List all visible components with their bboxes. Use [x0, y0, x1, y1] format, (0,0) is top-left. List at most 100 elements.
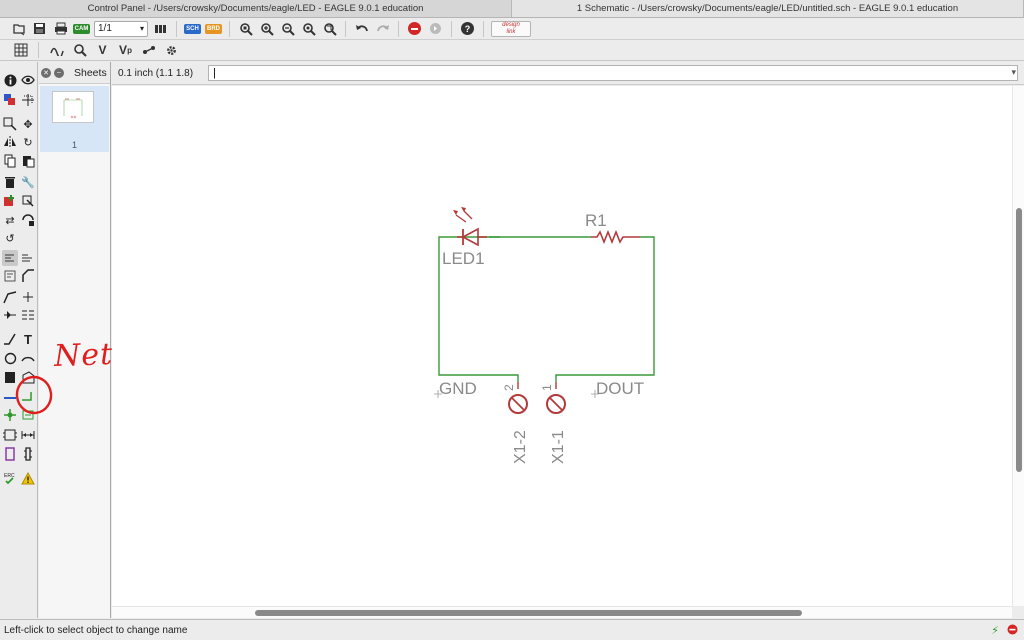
- gateswap-icon[interactable]: [20, 212, 36, 228]
- sheet-selector-value: 1/1: [98, 23, 112, 34]
- horizontal-scrollbar[interactable]: [112, 606, 1012, 618]
- arc-tool-icon[interactable]: [20, 350, 36, 366]
- paste-icon[interactable]: [20, 153, 36, 169]
- chevron-down-icon[interactable]: ▾: [1011, 67, 1016, 77]
- copy-icon[interactable]: [2, 153, 18, 169]
- replace-icon[interactable]: [20, 193, 36, 209]
- miter-icon[interactable]: [20, 268, 36, 284]
- polygon-tool-icon[interactable]: [20, 369, 36, 385]
- print-icon[interactable]: [52, 20, 69, 37]
- rect-tool-icon[interactable]: [2, 369, 18, 385]
- lightning-icon[interactable]: ⚡: [991, 625, 999, 637]
- coordinate-display: 0.1 inch (1.1 1.8): [118, 67, 194, 79]
- zoom-fit-icon[interactable]: [237, 20, 254, 37]
- minimize-icon[interactable]: –: [54, 67, 64, 78]
- wire-style-icon[interactable]: [48, 42, 65, 59]
- dimension-tool-icon[interactable]: [20, 427, 36, 443]
- wire-icon[interactable]: [2, 331, 18, 347]
- mark-icon[interactable]: [20, 92, 36, 108]
- v-icon[interactable]: V: [98, 43, 107, 57]
- tab-control-panel[interactable]: Control Panel - /Users/crowsky/Documents…: [0, 0, 512, 17]
- resistor-name-label[interactable]: R1: [585, 211, 607, 230]
- warning-icon[interactable]: [20, 470, 36, 486]
- schematic-drawing: LED1 R1 GND DOUT 2 1 X1-2 X1-1: [434, 207, 655, 464]
- x1-1-label[interactable]: X1-1: [550, 430, 567, 464]
- grid-icon[interactable]: [12, 42, 29, 59]
- info-icon[interactable]: [2, 72, 18, 88]
- invoke-icon[interactable]: [20, 289, 36, 305]
- module-tool-icon[interactable]: [2, 427, 18, 443]
- pinswap-icon[interactable]: ↺: [5, 232, 15, 245]
- show-eye-icon[interactable]: [20, 72, 36, 88]
- display-layers-icon[interactable]: [2, 92, 18, 108]
- led-symbol[interactable]: [453, 207, 487, 247]
- status-icons: ⚡: [991, 624, 1018, 638]
- status-message: Left-click to select object to change na…: [4, 624, 188, 636]
- switch-to-schematic-icon[interactable]: SCH: [184, 20, 201, 37]
- bus-tool-icon[interactable]: [2, 388, 18, 404]
- split-icon[interactable]: [2, 289, 18, 305]
- toolbar-separator: [345, 20, 346, 37]
- resistor-symbol[interactable]: [591, 229, 640, 245]
- erc-icon[interactable]: ERC: [2, 470, 18, 486]
- x1-2-label[interactable]: X1-2: [512, 430, 529, 464]
- circle-tool-icon[interactable]: [2, 350, 18, 366]
- zoom-redraw-icon[interactable]: [300, 20, 317, 37]
- zoom-select-icon[interactable]: [321, 20, 338, 37]
- net-right[interactable]: [555, 236, 655, 382]
- sheet-selector[interactable]: 1/1 ▾: [94, 20, 148, 37]
- command-input[interactable]: [208, 65, 1018, 81]
- stop-icon[interactable]: [406, 20, 423, 37]
- value-tool-icon[interactable]: [20, 250, 36, 266]
- open-icon[interactable]: [10, 20, 27, 37]
- main-toolbar: CAM 1/1 ▾ SCH BRD: [0, 18, 1024, 40]
- label-tool-icon[interactable]: [20, 407, 36, 423]
- text-tool-icon[interactable]: T: [24, 331, 32, 347]
- go-icon[interactable]: [427, 20, 444, 37]
- rotate-icon[interactable]: ↻: [23, 136, 33, 149]
- redo-icon[interactable]: [374, 20, 391, 37]
- move-cross-icon[interactable]: ✥: [23, 118, 33, 131]
- stop-small-icon[interactable]: [1007, 624, 1018, 638]
- junction-tool-icon[interactable]: [2, 407, 18, 423]
- name-tool-icon[interactable]: [2, 250, 18, 266]
- switch-to-board-icon[interactable]: BRD: [205, 20, 222, 37]
- sheet-thumbnail: [52, 91, 94, 123]
- vertical-scrollbar[interactable]: [1012, 86, 1024, 606]
- led-name-label[interactable]: LED1: [442, 249, 485, 268]
- zoom-out-icon[interactable]: [279, 20, 296, 37]
- swap-icon[interactable]: ⇄: [5, 214, 15, 227]
- cam-processor-icon[interactable]: CAM: [72, 20, 91, 37]
- zoom-in-icon[interactable]: [258, 20, 275, 37]
- undo-icon[interactable]: [353, 20, 370, 37]
- connector-x1[interactable]: [508, 382, 566, 414]
- horizontal-scroll-thumb[interactable]: [255, 610, 802, 616]
- attribute-icon[interactable]: [20, 307, 36, 323]
- frame-tool-icon[interactable]: [20, 446, 36, 462]
- delete-icon[interactable]: [2, 174, 18, 190]
- optimize-icon[interactable]: [2, 307, 18, 323]
- smash-icon[interactable]: [2, 268, 18, 284]
- net-tool-icon[interactable]: [20, 388, 36, 404]
- close-icon[interactable]: ✕: [41, 67, 51, 78]
- mirror-icon[interactable]: [2, 134, 18, 150]
- zoom-select-icon-2[interactable]: [71, 42, 88, 59]
- dout-label[interactable]: DOUT: [596, 379, 644, 398]
- save-icon[interactable]: [31, 20, 48, 37]
- vertical-scroll-thumb[interactable]: [1016, 208, 1022, 472]
- tab-schematic[interactable]: 1 Schematic - /Users/crowsky/Documents/e…: [512, 0, 1024, 17]
- wrench-icon[interactable]: 🔧: [21, 176, 35, 189]
- move-icon[interactable]: [2, 116, 18, 132]
- add-part-icon[interactable]: [2, 193, 18, 209]
- gear-icon[interactable]: [163, 42, 180, 59]
- port-tool-icon[interactable]: [2, 446, 18, 462]
- help-icon[interactable]: ?: [459, 20, 476, 37]
- schematic-canvas[interactable]: LED1 R1 GND DOUT 2 1 X1-2 X1-1: [112, 86, 1012, 606]
- sheet-icon[interactable]: [152, 20, 169, 37]
- gnd-label[interactable]: GND: [439, 379, 477, 398]
- signals-icon[interactable]: [140, 42, 157, 59]
- sheet-thumbnail-item[interactable]: 1: [40, 86, 109, 152]
